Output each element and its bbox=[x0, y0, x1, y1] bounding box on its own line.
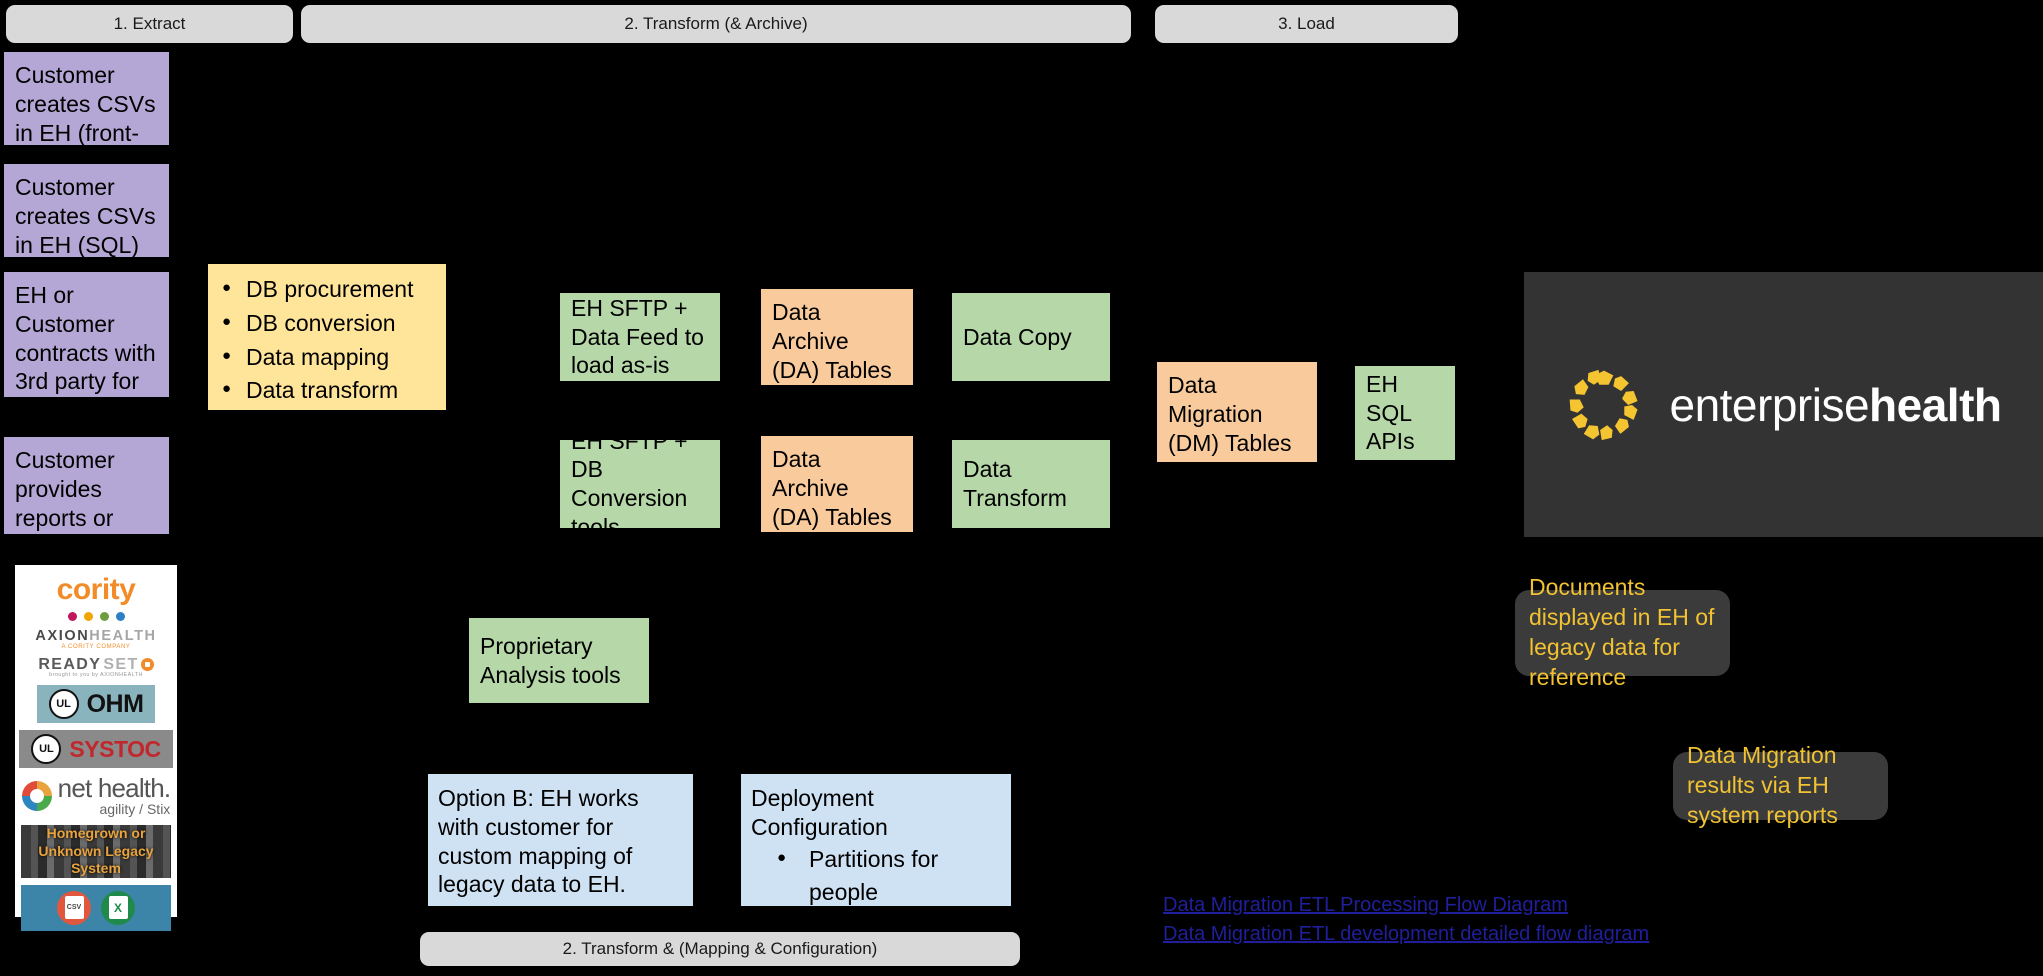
axion-tagline: A CORITY COMPANY bbox=[61, 643, 131, 650]
callout-dm-results-reports-label: Data Migration results via EH system rep… bbox=[1687, 742, 1838, 828]
net-health-ring-icon bbox=[21, 780, 52, 811]
net-health-text: net health. agility / Stix bbox=[58, 775, 171, 816]
enterprise-health-brand-panel: enterprisehealth bbox=[1524, 272, 2043, 537]
transform-box-data-copy-label: Data Copy bbox=[963, 323, 1072, 350]
transform-box-sftp-data-feed-label: EH SFTP + Data Feed to load as-is bbox=[571, 294, 704, 379]
deployment-configuration-heading: Deployment Configuration bbox=[751, 785, 888, 840]
third-party-task-item: Data validation assistance bbox=[216, 408, 438, 476]
phase-header-extract: 1. Extract bbox=[6, 5, 293, 43]
link-etl-development-detailed-flow-diagram[interactable]: Data Migration ETL development detailed … bbox=[1163, 923, 1650, 945]
axionhealth-logo: AXIONHEALTH bbox=[35, 629, 156, 644]
phase-header-extract-label: 1. Extract bbox=[113, 14, 186, 34]
transform-box-sftp-data-feed: EH SFTP + Data Feed to load as-is bbox=[560, 293, 720, 381]
axion-dots-icon bbox=[67, 612, 125, 621]
phase-header-transform-mapping-config-label: 2. Transform & (Mapping & Configuration) bbox=[562, 939, 878, 959]
third-party-task-list: DB procurement DB conversion Data mappin… bbox=[208, 264, 446, 471]
excel-file-icon: X bbox=[101, 890, 135, 925]
load-box-eh-sql-apis: EH SQL APIs bbox=[1355, 366, 1455, 460]
readyset-dark: READY bbox=[38, 655, 102, 673]
legacy-system-photo: Homegrown or Unknown Legacy System bbox=[21, 825, 171, 878]
net-health-logo: net health. agility / Stix bbox=[21, 775, 171, 816]
extract-box-legacy-reports: Customer provides reports or backup of L… bbox=[4, 437, 169, 617]
transform-box-data-archive-1: Data Archive (DA) Tables (data stored lo… bbox=[761, 289, 913, 469]
ul-mark-icon: UL bbox=[31, 734, 62, 764]
extract-box-sql-csv: Customer creates CSVs in EH (SQL) API fo… bbox=[4, 164, 169, 286]
systoc-label: SYSTOC bbox=[69, 735, 161, 762]
ul-ohm-logo: UL OHM bbox=[36, 685, 156, 723]
readyset-tagline: brought to you by AXIONHEALTH bbox=[49, 671, 143, 678]
excel-file-label: X bbox=[108, 896, 128, 919]
readyset-grey: SET bbox=[103, 655, 139, 673]
load-box-eh-sql-apis-label: EH SQL APIs bbox=[1366, 370, 1415, 455]
brand-name-light: enterprise bbox=[1669, 378, 1870, 431]
load-box-dm-tables-label: Data Migration (DM) Tables (data staged … bbox=[1168, 372, 1304, 513]
extract-box-third-party: EH or Customer contracts with 3rd party … bbox=[4, 272, 169, 452]
cority-logo: cority bbox=[56, 573, 136, 606]
transform-box-data-copy: Data Copy bbox=[952, 293, 1110, 381]
extract-box-sql-csv-label: Customer creates CSVs in EH (SQL) API fo… bbox=[15, 174, 156, 286]
mapping-option-b-heading: Option B: EH works with customer for cus… bbox=[438, 785, 639, 898]
third-party-task-item: DB procurement bbox=[216, 273, 438, 307]
transform-box-data-archive-2-label: Data Archive (DA) Tables (data stored lo… bbox=[772, 446, 895, 616]
legacy-vendor-logo-strip: cority AXIONHEALTH A CORITY COMPANY READ… bbox=[15, 565, 177, 931]
related-diagram-links: Data Migration ETL Processing Flow Diagr… bbox=[1163, 891, 1649, 949]
phase-header-transform-archive-label: 2. Transform (& Archive) bbox=[624, 14, 808, 34]
phase-header-load: 3. Load bbox=[1155, 5, 1458, 43]
deployment-configuration-box: Deployment Configuration Partitions for … bbox=[741, 774, 1011, 973]
net-health-sub: agility / Stix bbox=[99, 801, 171, 817]
transform-box-proprietary-analysis: Proprietary Analysis tools bbox=[469, 618, 649, 703]
axion-grey: HEALTH bbox=[89, 628, 157, 644]
ul-systoc-logo: UL SYSTOC bbox=[19, 730, 173, 768]
csv-excel-file-icons: CSV X bbox=[21, 884, 171, 931]
extract-box-frontend-csv: Customer creates CSVs in EH (front-end) … bbox=[4, 52, 169, 203]
phase-header-transform-mapping-config: 2. Transform & (Mapping & Configuration) bbox=[420, 932, 1020, 966]
ohm-label: OHM bbox=[86, 689, 144, 718]
third-party-task-item: Data transform bbox=[216, 374, 438, 408]
csv-file-icon: CSV bbox=[57, 890, 91, 925]
transform-box-data-transform: Data Transform bbox=[952, 440, 1110, 528]
phase-header-load-label: 3. Load bbox=[1278, 14, 1335, 34]
csv-file-label: CSV bbox=[64, 896, 84, 919]
net-health-main: net health. bbox=[57, 773, 171, 803]
ul-mark-icon: UL bbox=[48, 689, 79, 719]
readyset-dot-icon bbox=[140, 658, 154, 671]
callout-documents-displayed-label: Documents displayed in EH of legacy data… bbox=[1529, 574, 1715, 690]
brand-name-bold: health bbox=[1869, 378, 2002, 431]
load-box-dm-tables: Data Migration (DM) Tables (data staged … bbox=[1157, 362, 1317, 513]
third-party-task-item: DB conversion bbox=[216, 307, 438, 341]
mapping-option-b-item: CVX codes bbox=[438, 900, 683, 934]
legacy-system-caption: Homegrown or Unknown Legacy System bbox=[38, 825, 154, 876]
transform-box-sftp-db-conversion: EH SFTP + DB Conversion tools bbox=[560, 428, 720, 540]
third-party-task-item: Data mapping bbox=[216, 341, 438, 375]
transform-box-proprietary-analysis-label: Proprietary Analysis tools bbox=[480, 632, 621, 688]
mapping-option-b-box: Option B: EH works with customer for cus… bbox=[428, 774, 693, 963]
extract-box-third-party-label: EH or Customer contracts with 3rd party … bbox=[15, 282, 156, 452]
third-party-task-items: DB procurement DB conversion Data mappin… bbox=[216, 273, 438, 476]
transform-box-data-archive-2: Data Archive (DA) Tables (data stored lo… bbox=[761, 436, 913, 616]
transform-box-sftp-db-conversion-label: EH SFTP + DB Conversion tools bbox=[571, 427, 688, 540]
transform-box-data-transform-label: Data Transform bbox=[963, 456, 1067, 511]
enterprise-health-wordmark: enterprisehealth bbox=[1669, 378, 2002, 432]
link-etl-processing-flow-diagram[interactable]: Data Migration ETL Processing Flow Diagr… bbox=[1163, 894, 1568, 916]
callout-dm-results-reports: Data Migration results via EH system rep… bbox=[1673, 742, 1888, 828]
phase-header-transform-archive: 2. Transform (& Archive) bbox=[301, 5, 1131, 43]
sun-ring-logo-icon bbox=[1570, 369, 1639, 440]
axion-main: AXION bbox=[35, 628, 90, 644]
callout-documents-displayed: Documents displayed in EH of legacy data… bbox=[1515, 574, 1730, 690]
deployment-configuration-item: Partitions for people bbox=[751, 843, 1001, 911]
